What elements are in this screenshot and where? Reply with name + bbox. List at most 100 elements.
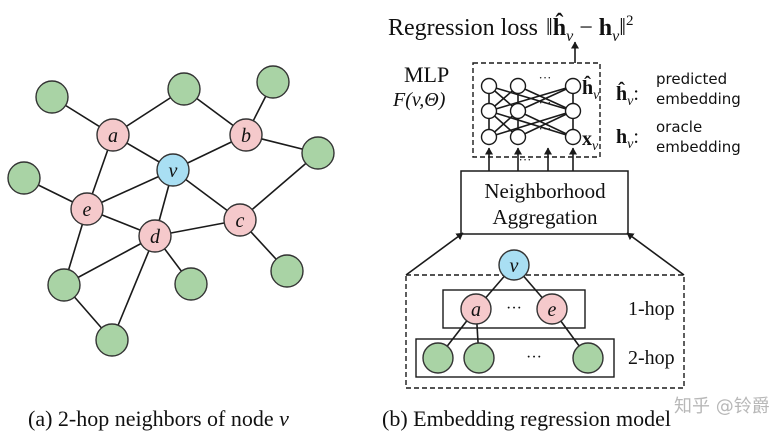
loss-norm-open: ‖ — [546, 15, 553, 41]
legend-oracle-line2: embedding — [656, 138, 741, 156]
legend-colon: : — [633, 126, 639, 148]
mlp-neuron — [564, 102, 582, 120]
edge — [239, 152, 319, 221]
hop2-node — [174, 267, 208, 301]
legend-predicted-line1: predicted — [656, 70, 727, 88]
mlp-link — [488, 110, 574, 138]
tree-hop2-node — [422, 342, 454, 374]
mlp-neurons — [480, 77, 582, 146]
tree-root-label: v — [510, 255, 519, 277]
legend-predicted-line2: embedding — [656, 90, 741, 108]
tree-hop1-label-a: a — [471, 299, 481, 321]
arrow-to-aggregation — [626, 232, 685, 276]
hop2-node — [167, 72, 201, 106]
graph-panel: a b e d c v (a) 2-hop neighbors of node … — [7, 65, 335, 431]
mlp-neuron — [564, 128, 582, 146]
loss-sub-2: v — [612, 28, 620, 45]
neighbor-tree-box — [405, 274, 685, 389]
mlp-output-label: ĥv — [582, 74, 600, 103]
loss-title: Regression loss‖ĥv−hv‖2 — [388, 13, 633, 45]
edge — [63, 235, 156, 286]
mlp-input-x: x — [582, 128, 592, 150]
mlp-output-h: ĥ — [582, 74, 593, 99]
mlp-neuron — [480, 102, 498, 120]
legend-hhat-sub: v — [627, 94, 634, 109]
node-c-label: c — [236, 210, 245, 232]
aggregation-line1: Neighborhood — [484, 179, 606, 203]
legend-colon: : — [633, 83, 639, 105]
graph-nodes — [7, 65, 335, 357]
mlp-neuron — [509, 102, 527, 120]
node-b — [229, 118, 263, 152]
hop1-label: 1-hop — [628, 298, 675, 320]
loss-power: 2 — [626, 13, 634, 29]
aggregation-line2: Aggregation — [493, 205, 598, 229]
node-a-label: a — [108, 125, 118, 147]
loss-sub-1: v — [566, 28, 574, 45]
loss-label: Regression loss — [388, 15, 538, 41]
mlp-neuron — [564, 77, 582, 95]
caption-b: (b) Embedding regression model — [382, 406, 671, 431]
mlp-connections — [488, 85, 574, 138]
watermark: 知乎 @铃爵 — [674, 396, 770, 417]
legend-h: h — [616, 126, 627, 148]
mlp-neuron — [480, 128, 498, 146]
tree-hop1-label-e: e — [548, 299, 557, 321]
hop2-node — [270, 254, 304, 288]
graph-edges — [23, 81, 319, 341]
arrow-to-aggregation — [405, 232, 464, 276]
legend-predicted-symbol: ĥv: — [616, 80, 639, 109]
node-a — [96, 118, 130, 152]
node-d-label: d — [150, 226, 161, 248]
loss-hhat: ĥ — [553, 14, 566, 41]
mlp-neuron — [509, 128, 527, 146]
tree-hop2-node — [463, 342, 495, 374]
caption-a-text: (a) 2-hop neighbors of node — [28, 406, 279, 431]
mlp-neuron — [480, 77, 498, 95]
mlp-link — [517, 110, 574, 138]
hop2-label: 2-hop — [628, 347, 675, 369]
node-c — [223, 203, 257, 237]
node-e-label: e — [83, 199, 92, 221]
tree-hop1-node-e — [536, 293, 568, 325]
node-b-label: b — [241, 125, 251, 147]
hop2-node — [35, 80, 69, 114]
mlp-dots: ··· — [539, 95, 552, 110]
hop2-node — [256, 65, 290, 99]
legend-h-sub: v — [627, 137, 634, 152]
mlp-func: F(v,Θ) — [392, 89, 446, 111]
mlp-dots: ··· — [519, 152, 532, 167]
hop2-node — [7, 161, 41, 195]
mlp-input-label: xv — [582, 128, 599, 154]
node-v-label: v — [169, 160, 178, 182]
tree-hop1-dots: ··· — [506, 300, 522, 317]
mlp-input-sub: v — [592, 139, 599, 154]
mlp-output-sub: v — [593, 88, 600, 103]
legend-hhat: ĥ — [616, 80, 627, 105]
hop2-node — [301, 136, 335, 170]
tree-hop1-node-a — [460, 293, 492, 325]
tree-hop2-dots: ··· — [526, 349, 542, 366]
aggregation-box — [460, 170, 629, 235]
mlp-neuron — [509, 77, 527, 95]
loss-norm-close: ‖ — [619, 15, 626, 41]
node-d — [138, 219, 172, 253]
hop2-node — [47, 268, 81, 302]
caption-a: (a) 2-hop neighbors of node v — [28, 406, 289, 431]
hop2-node — [95, 323, 129, 357]
tree-root-node — [498, 249, 530, 281]
mlp-dots: ··· — [539, 121, 552, 136]
caption-a-var: v — [279, 406, 289, 431]
mlp-link — [488, 85, 574, 112]
edge — [111, 235, 156, 341]
graph-node-labels: a b e d c v — [83, 125, 251, 248]
legend-oracle-symbol: hv: — [616, 126, 639, 152]
mlp-box — [472, 62, 601, 158]
mlp-dots: ··· — [539, 70, 552, 85]
tree-hop2-node — [572, 342, 604, 374]
hop1-box — [442, 289, 586, 329]
model-panel: Regression loss‖ĥv−hv‖2 MLP F(v,Θ) — [382, 13, 741, 431]
legend-oracle-line1: oracle — [656, 118, 702, 136]
loss-h: h — [599, 15, 612, 41]
